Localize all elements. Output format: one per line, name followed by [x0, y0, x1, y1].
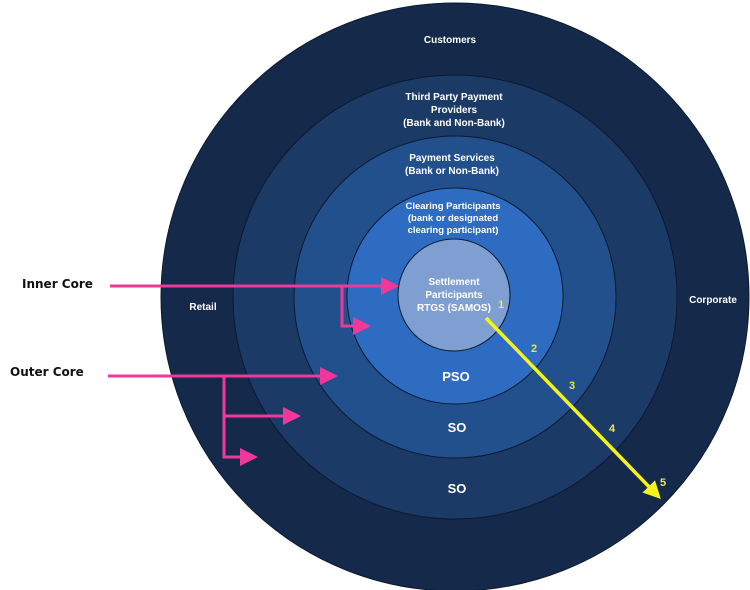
third-party-line1: Third Party Payment: [405, 92, 503, 103]
number-5: 5: [660, 477, 666, 489]
retail-label: Retail: [189, 302, 216, 313]
third-party-line3: (Bank and Non-Bank): [403, 118, 505, 129]
corporate-label: Corporate: [689, 295, 737, 306]
pso-label: PSO: [442, 369, 469, 384]
clearing-line1: Clearing Participants: [405, 201, 500, 212]
outer-core-label: Outer Core: [10, 365, 84, 379]
number-1: 1: [498, 299, 504, 311]
payment-services-line1: Payment Services: [409, 153, 495, 164]
clearing-line2: (bank or designated: [408, 213, 498, 224]
inner-core-label: Inner Core: [22, 277, 93, 291]
so-inner-label: SO: [448, 420, 467, 435]
number-2: 2: [531, 343, 537, 355]
settlement-line2: Participants: [425, 290, 483, 301]
so-outer-label: SO: [448, 481, 467, 496]
customers-label: Customers: [424, 35, 477, 46]
ring-settlement: [397, 238, 511, 352]
yellow-arrow: [484, 316, 661, 500]
settlement-line1: Settlement: [428, 277, 480, 288]
number-3: 3: [569, 380, 575, 392]
number-4: 4: [609, 423, 616, 435]
third-party-line2: Providers: [431, 105, 478, 116]
clearing-line3: clearing participant): [408, 225, 499, 236]
outer-core-arrows: [108, 367, 338, 466]
settlement-line3: RTGS (SAMOS): [417, 303, 491, 314]
payment-services-line2: (Bank or Non-Bank): [405, 166, 499, 177]
inner-core-arrows: [110, 277, 399, 335]
